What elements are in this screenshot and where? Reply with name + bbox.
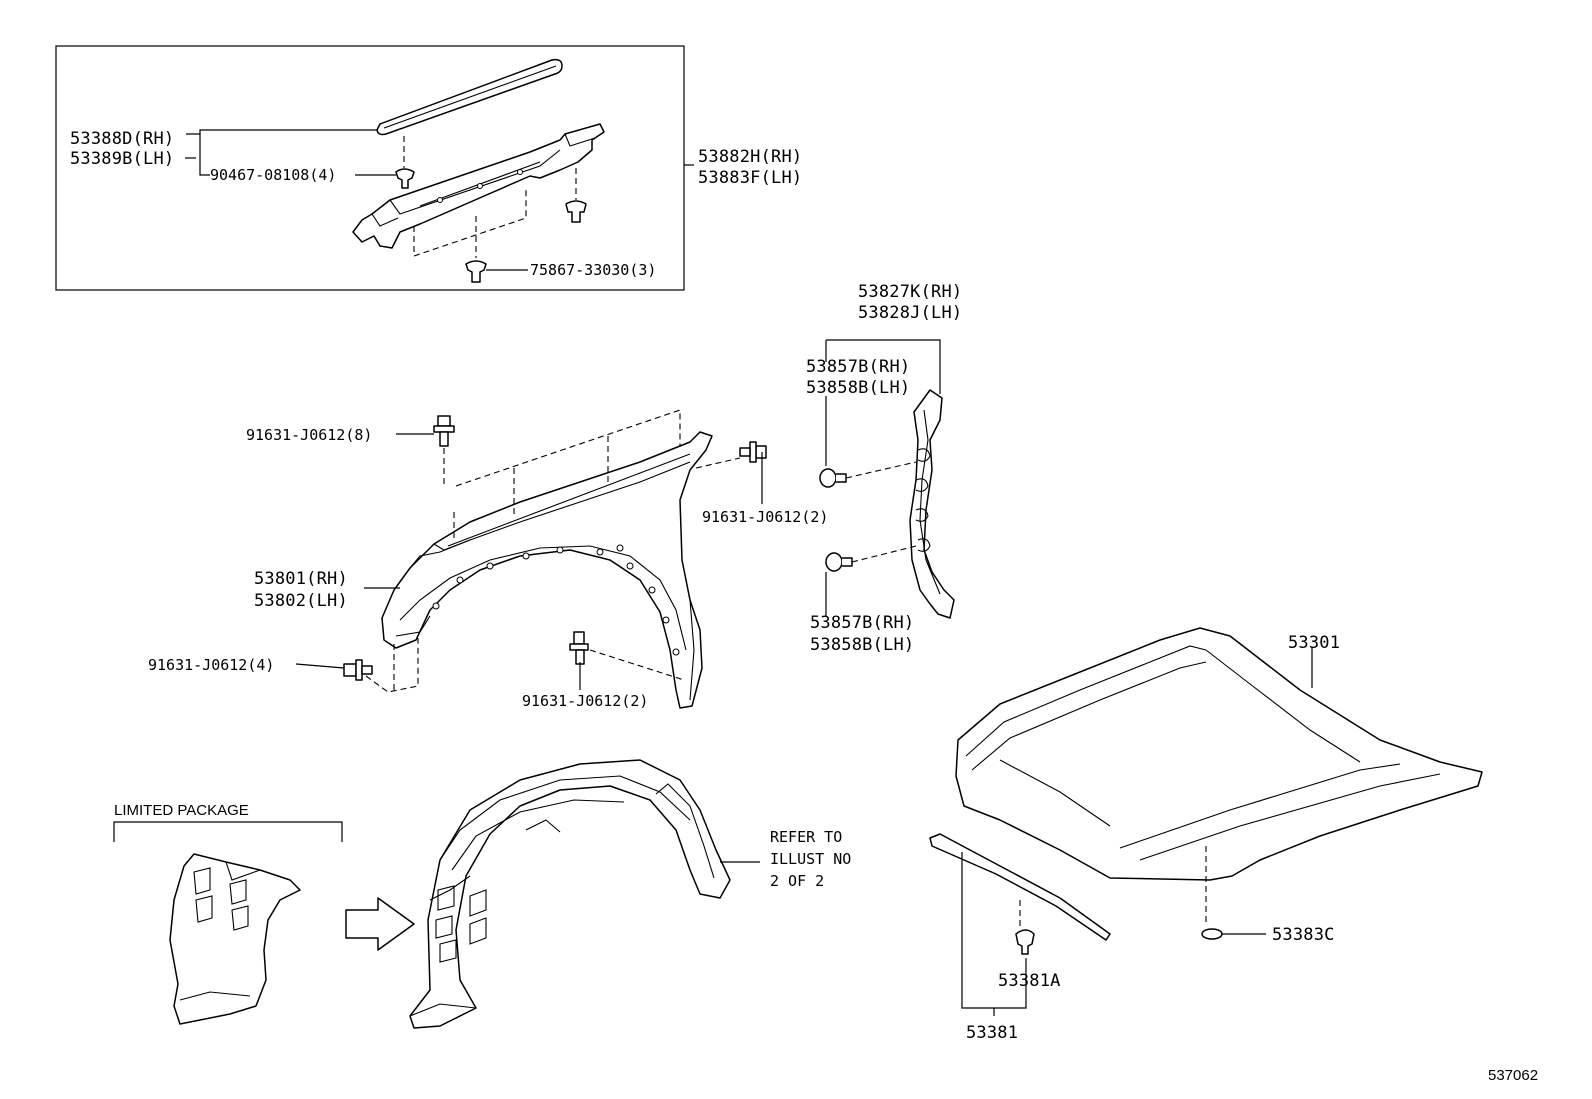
label-hood: 53301 (1288, 633, 1340, 653)
label-fender-rh: 53801(RH) (254, 569, 348, 589)
hood-panel (955, 627, 1483, 881)
label-fender-seal-lh: 53828J(LH) (858, 303, 962, 323)
label-hood-seal: 53381 (966, 1023, 1018, 1043)
hood-seal-strip (929, 833, 1111, 941)
label-limited-package: LIMITED PACKAGE (114, 802, 249, 819)
label-refer-2: ILLUST NO (770, 850, 851, 868)
label-hood-cushion: 53383C (1272, 925, 1335, 945)
seal-strip (376, 58, 563, 136)
fender-bracket (352, 123, 605, 249)
bolt-bottom-icon (569, 631, 589, 665)
inset-box (55, 45, 685, 291)
fender-liner (409, 759, 731, 1029)
limited-liner (169, 853, 301, 1025)
retainer-bottom-icon (825, 552, 853, 572)
clip-75867-icon (465, 260, 487, 283)
bolt-top-icon (433, 415, 455, 447)
label-refer-3: 2 OF 2 (770, 872, 824, 890)
label-diagram-id: 537062 (1488, 1067, 1538, 1084)
bolt-right-icon (739, 441, 767, 463)
label-retainer-bot-lh: 53858B(LH) (810, 635, 914, 655)
label-clip-b: 75867-33030(3) (530, 261, 656, 279)
retainer-top-icon (819, 468, 847, 488)
label-clip-c: 53381A (998, 971, 1061, 991)
clip-right-icon (565, 200, 587, 223)
label-fender-lh: 53802(LH) (254, 591, 348, 611)
label-fender-seal-rh: 53827K(RH) (858, 282, 962, 302)
label-clip-a: 90467-08108(4) (210, 166, 336, 184)
label-bracket-rh: 53882H(RH) (698, 147, 802, 167)
front-fender (381, 431, 713, 709)
label-retainer-top-rh: 53857B(RH) (806, 357, 910, 377)
clip-53381a-icon (1015, 929, 1035, 955)
label-bracket-lh: 53883F(LH) (698, 168, 802, 188)
arrow-right-icon (345, 897, 415, 951)
label-bolt-bottom: 91631-J0612(2) (522, 692, 648, 710)
label-seal-rh: 53388D(RH) (70, 129, 174, 149)
label-refer-1: REFER TO (770, 828, 842, 846)
label-bolt-top: 91631-J0612(8) (246, 426, 372, 444)
bolt-left-icon (343, 659, 373, 681)
hood-cushion-icon (1201, 928, 1223, 940)
fender-seal (909, 389, 955, 619)
label-bolt-left: 91631-J0612(4) (148, 656, 274, 674)
clip-90467-icon (395, 168, 415, 189)
label-retainer-bot-rh: 53857B(RH) (810, 613, 914, 633)
label-bolt-right: 91631-J0612(2) (702, 508, 828, 526)
label-seal-lh: 53389B(LH) (70, 149, 174, 169)
label-retainer-top-lh: 53858B(LH) (806, 378, 910, 398)
